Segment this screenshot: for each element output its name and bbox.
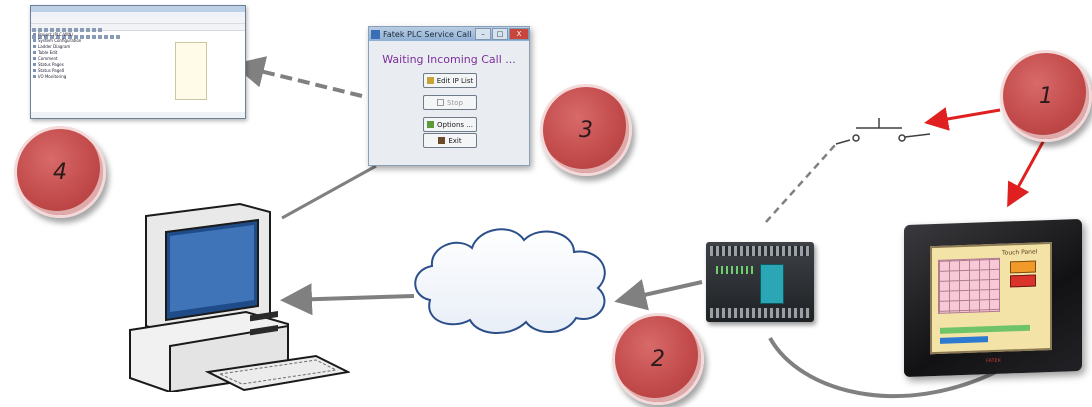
touch-bar-blue bbox=[940, 336, 988, 344]
red-arrow-to-touch-panel bbox=[1007, 139, 1046, 208]
options-button[interactable]: Options ... bbox=[423, 117, 477, 132]
touch-button-orange bbox=[1010, 260, 1036, 274]
service-call-center-window: Fatek PLC Service Call Center – □ X Wait… bbox=[368, 26, 530, 166]
tree-item[interactable]: Table Edit bbox=[33, 50, 89, 56]
tree-item[interactable]: System Configuration bbox=[33, 38, 89, 44]
tree-item[interactable]: I/O Monitoring bbox=[33, 74, 89, 80]
step-number-2: 2 bbox=[651, 346, 665, 372]
plc-device bbox=[706, 242, 814, 322]
ladder-toolbar-2 bbox=[31, 24, 245, 39]
step-number-1: 1 bbox=[1039, 83, 1053, 109]
plc-comm-module bbox=[760, 264, 784, 304]
window-titlebar: Fatek PLC Service Call Center – □ X bbox=[369, 27, 529, 41]
options-icon bbox=[427, 121, 435, 128]
close-button[interactable]: X bbox=[509, 28, 529, 40]
plc-leds bbox=[716, 266, 754, 274]
step-number-3: 3 bbox=[579, 117, 593, 143]
tree-item[interactable]: Status Page0 bbox=[33, 68, 89, 74]
step-badge-4: 4 bbox=[14, 126, 106, 218]
minimize-button[interactable]: – bbox=[475, 28, 491, 40]
touch-button-red bbox=[1010, 274, 1036, 288]
tree-item[interactable]: Ladder Diagram bbox=[33, 44, 89, 50]
touch-panel-label: Touch Panel bbox=[1002, 248, 1038, 257]
options-label: Options ... bbox=[437, 120, 473, 129]
tree-item[interactable]: Project (PLC-WIN) bbox=[33, 32, 89, 38]
dashed-arrow-to-ladder bbox=[232, 56, 363, 98]
plc-terminals-top bbox=[710, 246, 810, 256]
step-badge-3: 3 bbox=[540, 84, 632, 176]
step-badge-1: 1 bbox=[1000, 50, 1092, 142]
status-panel bbox=[175, 42, 207, 100]
ladder-menubar bbox=[31, 12, 245, 17]
edit-ip-list-label: Edit IP List bbox=[436, 76, 474, 85]
stop-icon bbox=[437, 99, 445, 106]
maximize-button[interactable]: □ bbox=[492, 28, 508, 40]
touch-panel-brand: FATEK bbox=[986, 357, 1001, 365]
app-icon bbox=[371, 29, 380, 39]
exit-button[interactable]: Exit bbox=[423, 133, 477, 148]
touch-screen: Touch Panel bbox=[930, 241, 1052, 355]
step-badge-2: 2 bbox=[612, 313, 704, 405]
touch-panel: Touch Panel FATEK bbox=[904, 218, 1082, 378]
ladder-titlebar bbox=[31, 6, 245, 12]
stop-label: Stop bbox=[447, 98, 463, 107]
switch-icon bbox=[835, 118, 931, 145]
tree-item[interactable]: Status Pages bbox=[33, 62, 89, 68]
curve-plc-to-touch-panel bbox=[768, 337, 1001, 399]
red-arrow-to-switch bbox=[924, 107, 1001, 131]
touch-screen-chart bbox=[938, 257, 1000, 314]
status-text: Waiting Incoming Call ... bbox=[382, 53, 516, 66]
project-tree: Project (PLC-WIN) System Configuration L… bbox=[33, 32, 89, 80]
stop-button[interactable]: Stop bbox=[423, 95, 477, 110]
arrow-cloud-to-computer bbox=[280, 283, 415, 316]
ladder-statusbar bbox=[31, 112, 245, 118]
exit-label: Exit bbox=[448, 136, 462, 145]
ladder-toolbar bbox=[31, 17, 245, 32]
ladder-software-screenshot: Project (PLC-WIN) System Configuration L… bbox=[30, 5, 246, 119]
plc-terminals-bottom bbox=[710, 308, 810, 318]
line-computer-to-window bbox=[281, 164, 377, 220]
step-number-4: 4 bbox=[53, 159, 67, 185]
tree-item[interactable]: Comment bbox=[33, 56, 89, 62]
edit-ip-list-button[interactable]: Edit IP List bbox=[423, 73, 477, 88]
edit-list-icon bbox=[426, 77, 434, 84]
window-title: Fatek PLC Service Call Center bbox=[383, 29, 474, 39]
computer-icon bbox=[129, 202, 350, 392]
arrow-plc-to-cloud bbox=[614, 279, 703, 311]
touch-bar-green bbox=[940, 324, 1030, 334]
exit-icon bbox=[438, 137, 446, 144]
cloud-icon bbox=[414, 228, 606, 335]
dashed-line-plc-to-switch bbox=[765, 143, 837, 223]
